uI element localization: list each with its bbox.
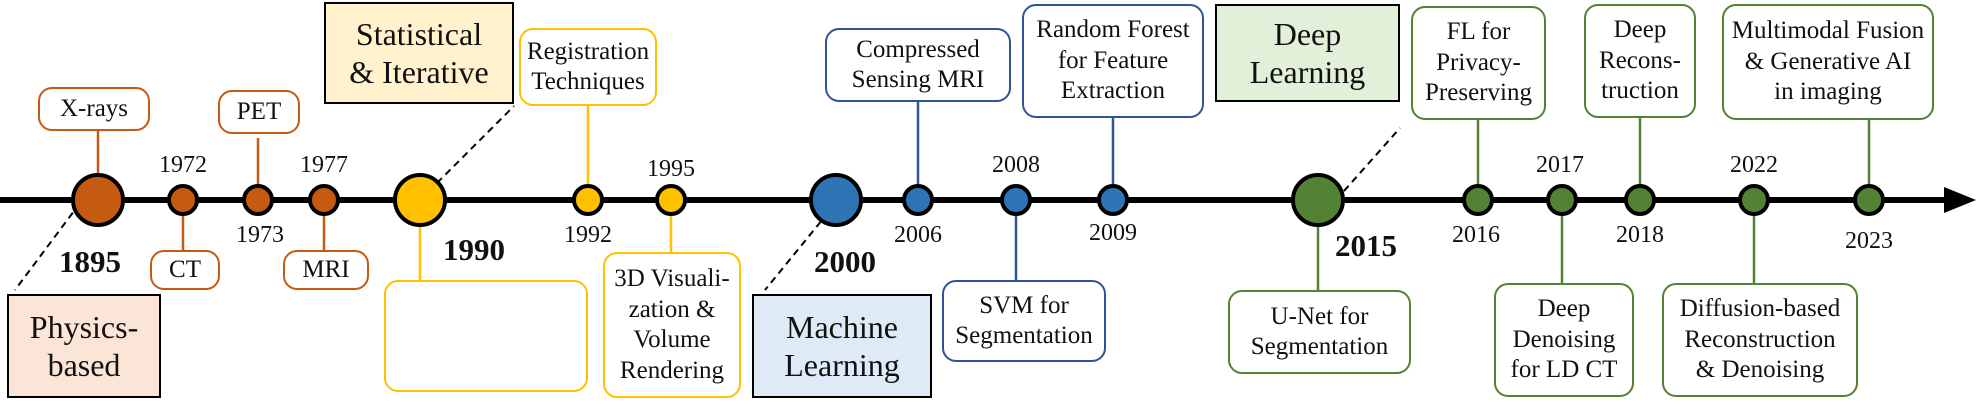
node-1977 [308, 184, 340, 216]
node-1973 [242, 184, 274, 216]
event-xrays: X-rays [38, 87, 150, 131]
year-2009: 2009 [1089, 220, 1137, 246]
year-1977: 1977 [300, 152, 348, 178]
node-2016 [1462, 184, 1494, 216]
event-pet: PET [218, 90, 300, 134]
year-2022: 2022 [1730, 152, 1778, 178]
year-1995: 1995 [647, 156, 695, 182]
node-2009 [1097, 184, 1129, 216]
year-2023: 2023 [1845, 228, 1893, 254]
event-deep-reconstruction: Deep Recons- truction [1584, 4, 1696, 118]
node-2023 [1853, 184, 1885, 216]
node-1972 [167, 184, 199, 216]
node-1995 [655, 184, 687, 216]
event-compressed-sensing: Compressed Sensing MRI [825, 28, 1011, 102]
event-ct: CT [150, 250, 220, 290]
event-thresholding [384, 280, 588, 392]
node-1992 [572, 184, 604, 216]
year-1992: 1992 [564, 222, 612, 248]
event-mri: MRI [283, 250, 369, 290]
node-1990 [393, 173, 447, 227]
event-3d-visualization: 3D Visuali- zation & Volume Rendering [603, 252, 741, 398]
era-machine-learning: Machine Learning [752, 294, 932, 398]
event-fl-privacy: FL for Privacy- Preserving [1411, 6, 1546, 120]
node-2018 [1624, 184, 1656, 216]
year-2017: 2017 [1536, 152, 1584, 178]
node-2006 [902, 184, 934, 216]
year-1895: 1895 [59, 244, 121, 279]
timeline-arrowhead [1944, 187, 1976, 213]
event-unet: U-Net for Segmentation [1228, 290, 1411, 374]
connector-statistical [419, 105, 515, 201]
year-2015: 2015 [1335, 228, 1397, 263]
event-deep-denoising: Deep Denoising for LD CT [1494, 283, 1634, 397]
year-2018: 2018 [1616, 222, 1664, 248]
connector-physics [14, 202, 81, 291]
year-1972: 1972 [159, 152, 207, 178]
year-2016: 2016 [1452, 222, 1500, 248]
connector-dl [1335, 127, 1401, 201]
node-2022 [1738, 184, 1770, 216]
node-2015 [1291, 173, 1345, 227]
year-2006: 2006 [894, 222, 942, 248]
era-statistical-iterative: Statistical & Iterative [324, 2, 514, 104]
era-physics-based: Physics- based [7, 294, 161, 398]
event-registration: Registration Techniques [519, 28, 657, 106]
node-1895 [71, 173, 125, 227]
year-1973: 1973 [236, 222, 284, 248]
year-2000: 2000 [814, 244, 876, 279]
node-2000 [809, 173, 863, 227]
era-deep-learning: Deep Learning [1215, 4, 1400, 102]
event-svm: SVM for Segmentation [942, 280, 1106, 362]
event-multimodal: Multimodal Fusion & Generative AI in ima… [1722, 4, 1934, 120]
year-2008: 2008 [992, 152, 1040, 178]
node-2017 [1546, 184, 1578, 216]
event-random-forest: Random Forest for Feature Extraction [1022, 4, 1204, 118]
year-1990: 1990 [443, 232, 505, 267]
event-diffusion: Diffusion-based Reconstruction & Denoisi… [1662, 283, 1858, 397]
node-2008 [1000, 184, 1032, 216]
